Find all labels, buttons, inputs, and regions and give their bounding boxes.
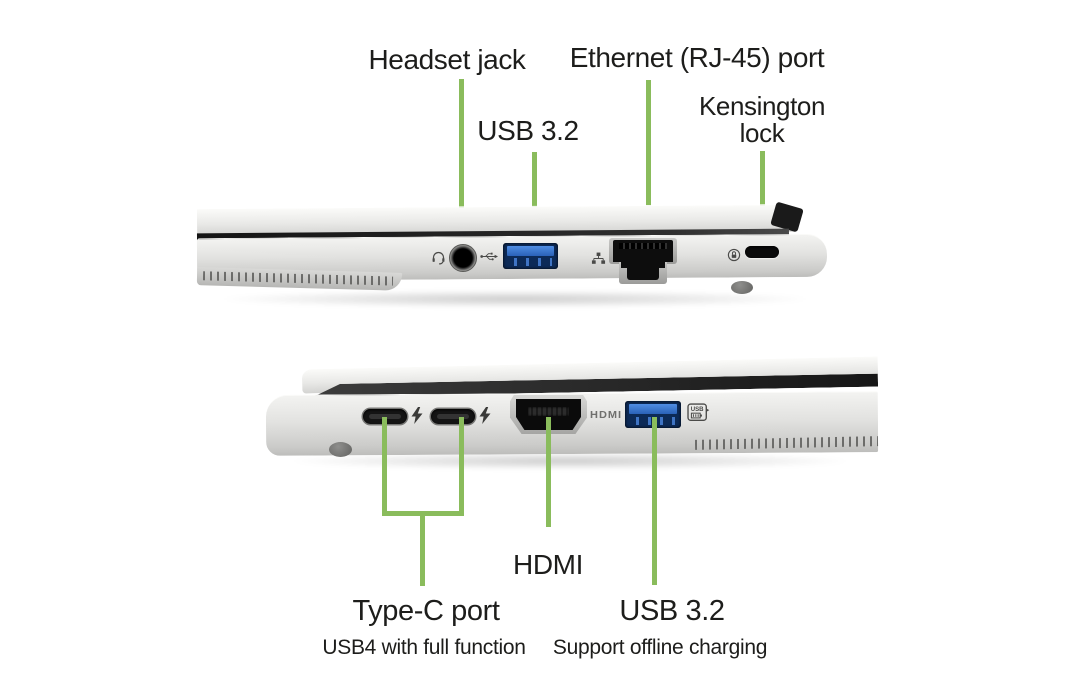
usb-c-port-1 <box>363 409 407 424</box>
hdmi-molded-logo: HDMI <box>590 409 623 421</box>
usb-a-port-top <box>503 243 558 269</box>
vent-grille-top <box>202 271 394 286</box>
usb-trident-icon <box>480 252 498 261</box>
usb-tongue <box>507 246 554 256</box>
headset-jack-port <box>449 244 477 272</box>
kensington-lock-slot <box>745 246 779 258</box>
lightning-icon-2 <box>479 407 491 424</box>
leader-line-kensington <box>760 151 765 240</box>
usb-tongue <box>629 404 677 414</box>
usb32-top-label: USB 3.2 <box>477 115 579 146</box>
leader-line-headset <box>459 79 464 255</box>
type-c-subtitle: USB4 with full function <box>322 636 526 659</box>
usb-c-port-2 <box>431 409 475 424</box>
headset-jack-label: Headset jack <box>368 44 526 75</box>
leader-line-usb-bottom <box>652 417 657 585</box>
leader-line-usb-c-1 <box>382 417 387 516</box>
laptop-shadow-bottom <box>285 452 855 470</box>
type-c-port-label: Type-C port <box>352 595 500 627</box>
leader-line-usb-c-2 <box>459 417 464 516</box>
leader-line-usb-top <box>532 152 537 241</box>
usb-pins <box>509 258 552 266</box>
rubber-foot-top <box>731 281 753 294</box>
leader-line-hdmi <box>546 417 551 527</box>
usb32-subtitle: Support offline charging <box>552 636 768 659</box>
leader-line-ethernet <box>646 80 651 256</box>
ethernet-port-tab <box>627 262 659 280</box>
laptop-shadow-top <box>215 290 815 308</box>
usb-c-slot <box>369 414 401 419</box>
ethernet-lan-icon <box>591 252 606 264</box>
usb-c-slot <box>437 414 469 419</box>
kensington-lock-icon <box>727 248 741 262</box>
hdmi-label: HDMI <box>513 549 583 580</box>
lightning-icon-1 <box>411 407 423 424</box>
hdmi-recess <box>528 407 569 416</box>
usb-offline-charging-icon: USB <box>687 403 710 421</box>
kensington-lock-label: Kensington lock <box>698 91 826 149</box>
rubber-foot-bottom <box>329 442 352 457</box>
ethernet-pins <box>619 243 667 249</box>
svg-text:USB: USB <box>691 406 704 413</box>
headset-icon <box>432 251 445 265</box>
leader-line-usb-c-merge <box>420 511 425 586</box>
usb32-bottom-label: USB 3.2 <box>619 595 725 627</box>
ethernet-label: Ethernet (RJ-45) port <box>569 42 825 73</box>
ethernet-port <box>613 240 673 262</box>
